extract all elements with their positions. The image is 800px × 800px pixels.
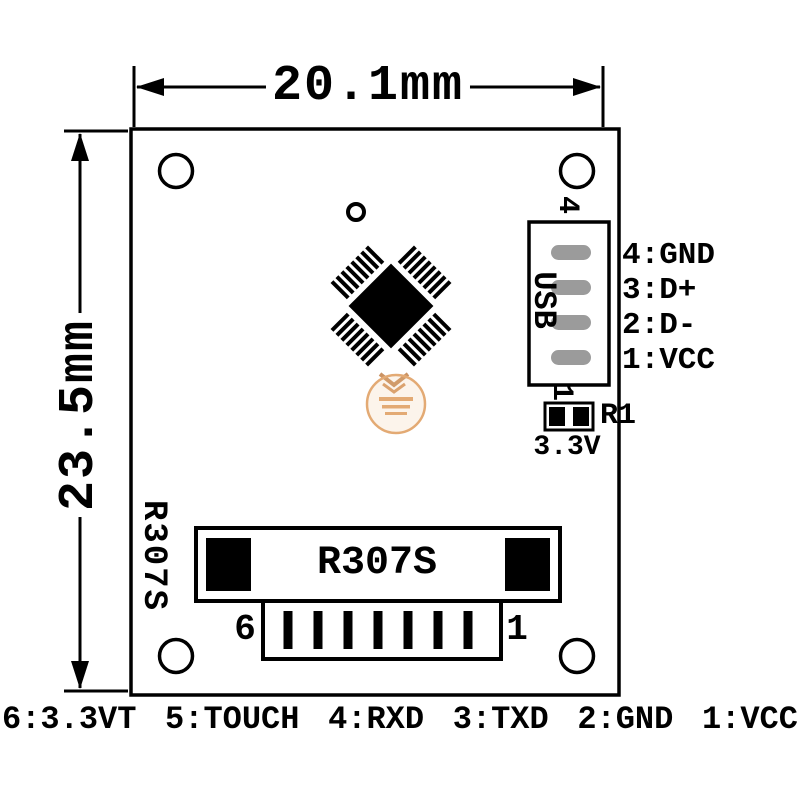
width-dimension-label: 20.1mm <box>265 59 471 115</box>
usb-bottom-pin-number: 1 <box>544 382 578 402</box>
pin-header-outline <box>261 599 503 661</box>
arrowhead-up-icon <box>71 133 89 161</box>
ic-chip <box>330 245 452 367</box>
mounting-hole-top-right <box>558 152 596 190</box>
arrowhead-left-icon <box>136 78 164 96</box>
usb-connector <box>527 220 611 387</box>
height-dimension-label: 23.5mm <box>51 312 108 518</box>
mounting-hole-bottom-left <box>157 637 195 675</box>
flex-connector <box>194 526 562 661</box>
connector-pad-right <box>505 538 550 591</box>
usb-contact-1 <box>551 350 591 365</box>
usb-contact-2 <box>551 315 591 330</box>
ic-body <box>348 263 434 349</box>
arrowhead-right-icon <box>573 78 601 96</box>
board-side-label: R307S <box>134 499 172 613</box>
bottom-pin-label: 5:TOUCH <box>165 701 300 738</box>
mounting-hole-bottom-right <box>558 637 596 675</box>
bottom-pin-label: 2:GND <box>577 701 674 738</box>
arrowhead-down-icon <box>71 661 89 689</box>
bottom-pin-label: 6:3.3VT <box>2 701 137 738</box>
r1-voltage-label: 3.3V <box>533 432 601 463</box>
usb-pin-label: 2:D- <box>622 308 697 343</box>
bottom-pin-label: 4:RXD <box>328 701 425 738</box>
usb-top-pin-number: 4 <box>550 195 584 215</box>
connector-pad-left <box>206 538 251 591</box>
usb-pin-label: 4:GND <box>622 238 716 273</box>
pin1-indicator-icon <box>346 202 366 222</box>
usb-contact-4 <box>551 245 591 260</box>
r1-label: R1 <box>600 399 637 433</box>
connector-pin1-number: 1 <box>506 609 528 650</box>
pcb-outline <box>129 127 621 697</box>
bottom-pin-label: 1:VCC <box>701 701 798 738</box>
bottom-pin-label: 3:TXD <box>452 701 549 738</box>
usb-pin-label: 1:VCC <box>622 343 716 378</box>
usb-pin-label: 3:D+ <box>622 273 697 308</box>
mounting-hole-top-left <box>157 152 195 190</box>
connector-pin6-number: 6 <box>234 609 256 650</box>
watermark-logo-icon <box>365 372 427 435</box>
usb-label: USB <box>525 271 562 329</box>
bottom-pinout-row: 6:3.3VT 5:TOUCH 4:RXD 3:TXD 2:GND 1:VCC <box>2 702 798 738</box>
r1-resistor <box>543 401 595 432</box>
usb-contact-3 <box>551 280 591 295</box>
usb-pinout-list: 4:GND 3:D+ 2:D- 1:VCC <box>622 238 715 378</box>
mounting-holes <box>157 152 596 675</box>
connector-model-label: R307S <box>316 541 438 586</box>
